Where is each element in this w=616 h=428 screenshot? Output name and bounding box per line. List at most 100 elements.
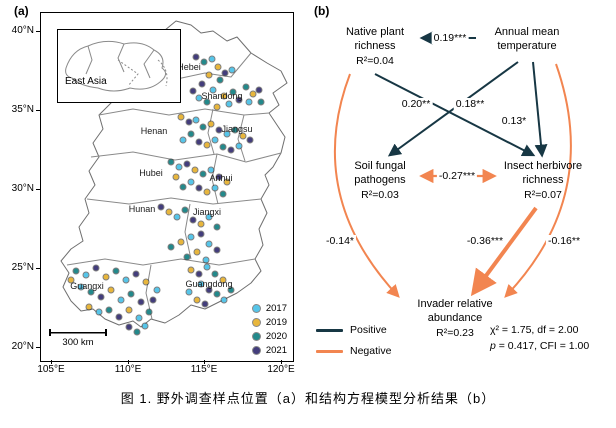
map-legend-item: 2021 <box>252 345 287 356</box>
sample-point-2019 <box>178 114 184 120</box>
inset-label: East Asia <box>65 76 107 87</box>
sample-point-2020 <box>113 268 119 274</box>
sem-arrows <box>333 31 572 298</box>
x-axis-tick <box>204 360 205 364</box>
sample-point-2017 <box>221 297 227 303</box>
sample-point-2020 <box>217 77 223 83</box>
y-tick-label: 30°N <box>11 183 34 194</box>
sample-point-2021 <box>196 185 202 191</box>
sample-point-2021 <box>216 127 222 133</box>
province-label: Guangdong <box>185 279 233 289</box>
sample-point-2019 <box>240 133 246 139</box>
sample-point-2019 <box>215 64 221 70</box>
map-legend-item: 2020 <box>252 330 287 342</box>
sample-point-2020 <box>258 99 264 105</box>
sample-point-2021 <box>190 217 196 223</box>
sample-point-2020 <box>243 84 249 90</box>
sample-point-2019 <box>108 287 114 293</box>
sample-point-2017 <box>198 281 204 287</box>
sample-point-2021 <box>116 314 122 320</box>
sample-point-2021 <box>202 301 208 307</box>
positive-legend-line <box>316 329 343 332</box>
province-label: Hunan <box>128 204 156 214</box>
sample-point-2017 <box>176 164 182 170</box>
sample-point-2019 <box>214 104 220 110</box>
sample-point-2019 <box>68 277 74 283</box>
sample-point-2021 <box>93 265 99 271</box>
sample-point-2019 <box>126 307 132 313</box>
y-tick-label: 20°N <box>11 341 34 352</box>
sample-point-2017 <box>210 87 216 93</box>
legend-swatch <box>252 332 260 340</box>
y-axis-tick <box>36 268 40 269</box>
sample-point-2017 <box>83 272 89 278</box>
province-label: Shandong <box>201 91 243 101</box>
sample-point-2020 <box>204 99 210 105</box>
sample-points-layer <box>41 13 293 361</box>
sample-point-2017 <box>212 185 218 191</box>
sample-point-2021 <box>228 147 234 153</box>
sample-point-2020 <box>168 244 174 250</box>
sample-point-2017 <box>203 257 209 263</box>
sample-point-2017 <box>96 309 102 315</box>
province-label: Jiangsu <box>221 124 253 134</box>
coefficient-label: 0.13* <box>499 115 529 127</box>
province-label: Jiangxi <box>192 207 222 217</box>
sample-point-2017 <box>226 101 232 107</box>
sample-point-2019 <box>166 209 172 215</box>
figure-caption: 图 1. 野外调查样点位置（a）和结构方程模型分析结果（b） <box>120 391 496 406</box>
panel-b-label: (b) <box>314 4 330 18</box>
x-tick-label: 115°E <box>190 364 218 375</box>
sample-point-2017 <box>188 179 194 185</box>
sample-point-2020 <box>184 254 190 260</box>
east-asia-sketch <box>65 40 168 92</box>
y-axis-tick <box>36 110 40 111</box>
sample-point-2021 <box>256 87 262 93</box>
sample-point-2021 <box>236 97 242 103</box>
province-label: Guangxi <box>70 281 104 291</box>
coefficient-label: -0.16** <box>545 235 583 247</box>
node-insect-herbivore-richness: Insect herbivore richness R²=0.07 <box>493 160 593 202</box>
sample-point-2019 <box>192 167 198 173</box>
sample-point-2019 <box>194 249 200 255</box>
legend-year-label: 2020 <box>265 330 287 342</box>
coefficient-label: 0.19*** <box>431 32 469 44</box>
sample-point-2019 <box>221 93 227 99</box>
node-invader-relative-abundance: Invader relative abundance R²=0.23 <box>400 298 510 340</box>
sample-point-2020 <box>146 309 152 315</box>
node-r2: R²=0.23 <box>436 326 474 339</box>
sample-point-2020 <box>214 224 220 230</box>
node-label: Native plant richness <box>345 26 405 52</box>
coefficient-label: -0.14* <box>323 235 357 247</box>
province-label: Henan <box>140 126 168 136</box>
sample-point-2020 <box>128 291 134 297</box>
legend-swatch <box>252 318 260 326</box>
sample-point-2019 <box>194 297 200 303</box>
y-tick-label: 35°N <box>11 104 34 115</box>
node-label: Invader relative abundance <box>417 298 493 324</box>
node-native-plant-richness: Native plant richness R²=0.04 <box>332 26 418 68</box>
path-plant-to-invader <box>333 73 400 298</box>
sample-point-2020 <box>220 144 226 150</box>
x-axis-tick <box>281 360 282 364</box>
sample-point-2019 <box>178 239 184 245</box>
sample-point-2017 <box>78 284 84 290</box>
sample-point-2019 <box>198 221 204 227</box>
sample-point-2017 <box>206 214 212 220</box>
scale-bar-line <box>49 329 107 336</box>
sample-point-2020 <box>228 287 234 293</box>
legend-year-label: 2017 <box>265 302 287 314</box>
sample-point-2021 <box>216 174 222 180</box>
coefficient-label: 0.18** <box>453 98 487 110</box>
sample-point-2021 <box>247 137 253 143</box>
sample-point-2021 <box>196 271 202 277</box>
sample-point-2021 <box>193 54 199 60</box>
sample-point-2017 <box>204 264 210 270</box>
sample-point-2017 <box>208 167 214 173</box>
province-label: Anhui <box>209 173 233 183</box>
sample-point-2017 <box>188 234 194 240</box>
legend-swatch <box>252 304 260 312</box>
negative-legend-line <box>316 350 343 353</box>
sample-point-2017 <box>142 323 148 329</box>
node-annual-mean-temperature: Annual mean temperature <box>479 26 575 54</box>
